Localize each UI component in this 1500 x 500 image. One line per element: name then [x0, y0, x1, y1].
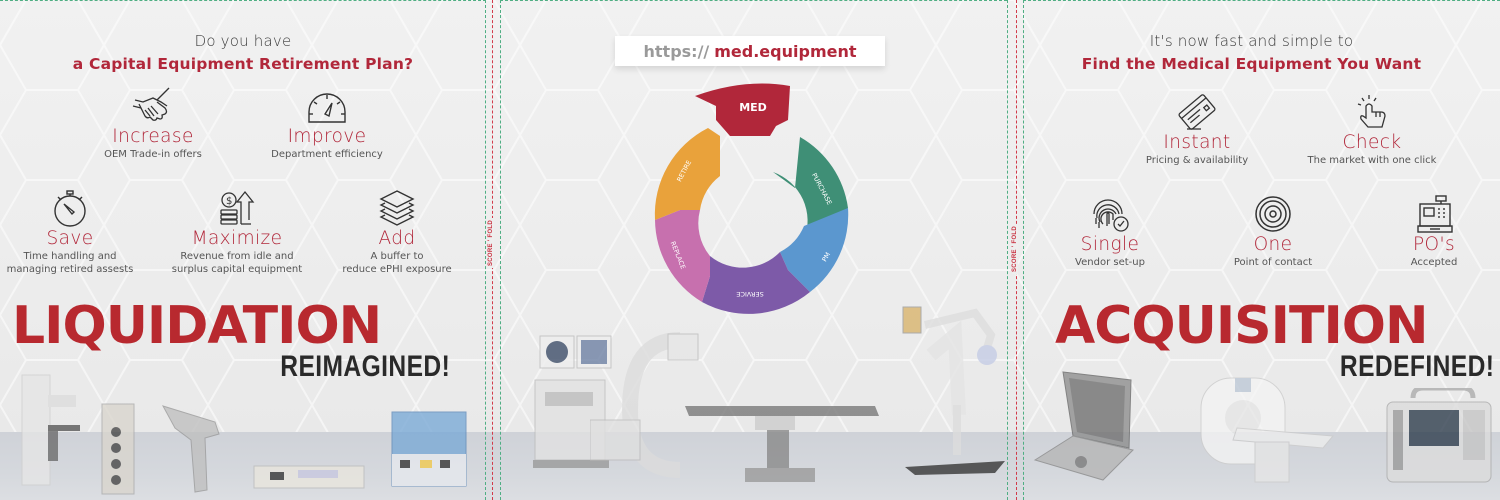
feature-title: Increase	[112, 126, 194, 147]
feature-desc: The market with one click	[1307, 155, 1437, 166]
url-domain: med.equipment	[714, 41, 857, 61]
feature-desc: A buffer to	[370, 251, 424, 262]
liquidation-headline: LIQUIDATION	[12, 296, 382, 356]
electrosurgical-generator-image	[391, 411, 467, 487]
fold-line-green	[1007, 0, 1008, 500]
fold-label: SCORE ' FOLD	[1012, 223, 1018, 274]
intro-statement: It's now fast and simple to	[1149, 32, 1354, 50]
acquisition-headline: ACQUISITION	[1055, 296, 1429, 356]
top-dashed-border-left	[0, 0, 486, 1]
feature-maximize: $ Maximize Revenue from idle and surplus…	[152, 188, 322, 276]
cash-register-icon	[1349, 194, 1500, 234]
liquidation-intro: Do you have a Capital Equipment Retireme…	[0, 32, 486, 73]
money-growth-icon: $	[152, 188, 322, 228]
feature-increase: Increase OEM Trade-in offers	[68, 86, 238, 161]
intro-emphasis: Find the Medical Equipment You Want	[1081, 55, 1422, 73]
cycle-segment-replace: REPLACE	[655, 210, 710, 302]
surgical-microscope-image	[902, 306, 1005, 475]
handshake-icon	[68, 86, 238, 126]
med-logo: MED	[739, 101, 767, 114]
feature-desc: surplus capital equipment	[171, 264, 303, 275]
reimagined-subheadline: REIMAGINED!	[280, 350, 450, 383]
click-hand-icon	[1287, 92, 1457, 132]
feature-add: Add A buffer to reduce ePHI exposure	[312, 188, 482, 276]
speedometer-icon	[242, 86, 412, 126]
layers-icon	[312, 188, 482, 228]
top-dashed-border-right	[1023, 0, 1500, 1]
feature-desc: Accepted	[1410, 257, 1458, 268]
intro-question: Do you have	[194, 32, 292, 50]
fold-line-green	[500, 0, 501, 500]
feature-pos: PO's Accepted	[1349, 194, 1500, 269]
cycle-segment-retire: RETIRE	[654, 128, 720, 220]
feature-desc: Time handling and	[23, 251, 117, 262]
portable-ultrasound-image	[1033, 371, 1134, 481]
surgical-drill-image	[161, 405, 220, 493]
feature-title: Instant	[1163, 132, 1231, 153]
feature-improve: Improve Department efficiency	[242, 86, 412, 161]
feature-desc: Vendor set-up	[1075, 257, 1145, 268]
feature-desc: Revenue from idle and	[180, 251, 294, 262]
mammography-unit-image	[21, 374, 80, 486]
feature-title: Single	[1080, 234, 1140, 255]
c-arm-image	[590, 332, 699, 478]
feature-title: Maximize	[191, 228, 283, 249]
feature-title: One	[1253, 234, 1293, 255]
cycle-segment-service: SERVICE	[702, 252, 810, 314]
feature-check: Check The market with one click	[1287, 92, 1457, 167]
website-url-box[interactable]: https:// med.equipment	[615, 36, 885, 66]
fingerprint-check-icon	[1025, 194, 1195, 234]
liquidation-panel: Do you have a Capital Equipment Retireme…	[0, 0, 486, 500]
credit-card-icon	[1112, 92, 1282, 132]
acquisition-panel: It's now fast and simple to Find the Med…	[1023, 0, 1500, 500]
target-icon	[1188, 194, 1358, 234]
patient-monitor-defibrillator-image	[1386, 388, 1492, 483]
ct-scanner-image	[1200, 377, 1334, 483]
url-protocol: https://	[643, 41, 710, 61]
feature-desc: managing retired assests	[6, 264, 134, 275]
intro-emphasis: a Capital Equipment Retirement Plan?	[72, 55, 414, 73]
feature-desc: Department efficiency	[271, 149, 383, 160]
feature-title: Save	[46, 228, 94, 249]
cycle-segment-purchase: PURCHASE	[773, 137, 848, 240]
surgical-table-image	[685, 406, 879, 482]
feature-desc: Point of contact	[1233, 257, 1313, 268]
fold-label: SCORE ' FOLD	[488, 217, 494, 268]
feature-title: Improve	[287, 126, 367, 147]
equipment-lifecycle-cycle: PURCHASE PM SERVICE REPLACE RETIRE MED	[654, 83, 849, 314]
feature-desc: Pricing & availability	[1145, 155, 1249, 166]
fold-line-green	[485, 0, 486, 500]
feature-save: Save Time handling and managing retired …	[0, 188, 155, 276]
svg-text:PM: PM	[820, 251, 832, 263]
redefined-subheadline: REDEFINED!	[1339, 350, 1494, 383]
feature-instant: Instant Pricing & availability	[1112, 92, 1282, 167]
cycle-segment-pm: PM	[780, 208, 849, 292]
top-dashed-border-center	[500, 0, 1007, 1]
svg-text:SERVICE: SERVICE	[736, 290, 763, 298]
video-processor-image	[253, 465, 365, 489]
feature-title: Add	[378, 228, 416, 249]
feature-title: PO's	[1412, 234, 1456, 255]
fold-line-green	[1023, 0, 1024, 500]
feature-title: Check	[1342, 132, 1402, 153]
feature-single: Single Vendor set-up	[1025, 194, 1195, 269]
acquisition-intro: It's now fast and simple to Find the Med…	[1003, 32, 1500, 73]
med-logo-banner: MED	[695, 83, 790, 136]
feature-desc: OEM Trade-in offers	[104, 149, 202, 160]
feature-one: One Point of contact	[1188, 194, 1358, 269]
stopwatch-icon	[0, 188, 155, 228]
svg-text:$: $	[226, 196, 232, 207]
feature-desc: reduce ePHI exposure	[342, 264, 452, 275]
infusion-pump-image	[101, 403, 135, 495]
